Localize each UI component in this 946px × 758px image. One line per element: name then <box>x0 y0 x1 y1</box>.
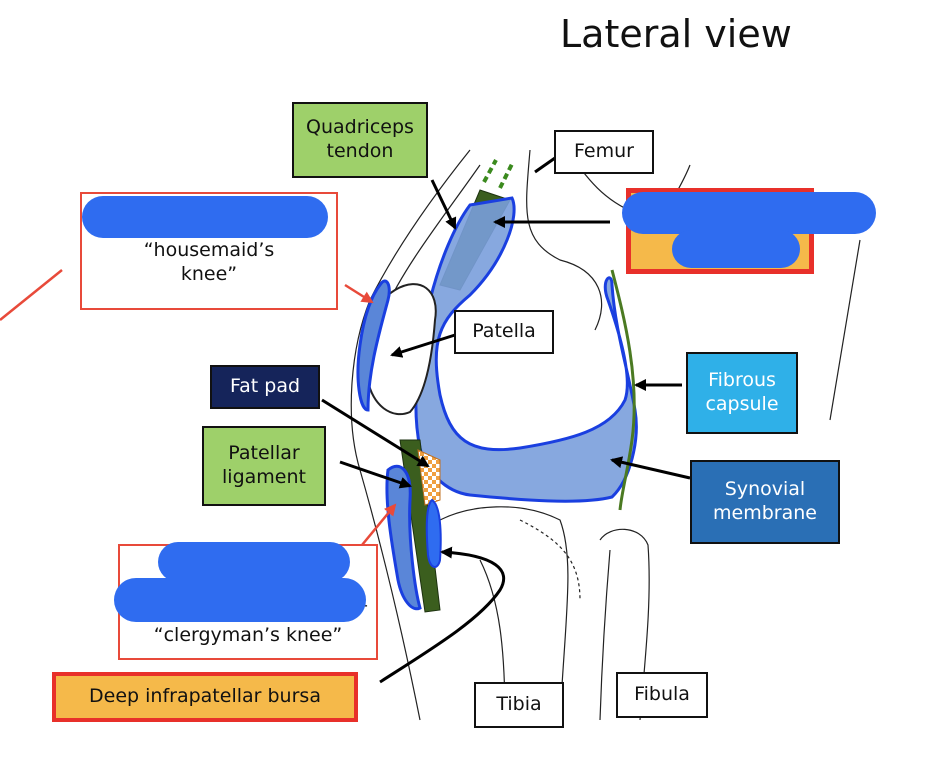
label-quadriceps-tendon-line1: Quadriceps <box>306 116 414 139</box>
arrow-quadriceps-tendon <box>430 179 457 230</box>
deep-infrapatellar-bursa-shape <box>425 498 442 568</box>
label-fibrous-capsule: Fibrous capsule <box>686 352 798 434</box>
arrow-prepatellar-bursa <box>344 283 374 304</box>
label-fibrous-capsule-line1: Fibrous <box>708 369 776 392</box>
label-patellar-ligament: Patellar ligament <box>202 426 326 506</box>
redaction-blob-suprapatellar-2 <box>672 230 800 268</box>
label-tibia-text: Tibia <box>496 693 542 716</box>
arrow-patellar-ligament <box>339 460 412 489</box>
arrow-infrapatellar-bursa <box>361 503 397 546</box>
arrow-fat-pad <box>321 398 430 468</box>
label-deep-infrapatellar-text: Deep infrapatellar bursa <box>89 685 321 708</box>
arrow-femur <box>534 156 556 174</box>
label-fibula-text: Fibula <box>634 683 690 706</box>
label-infrapatellar-line: “clergyman’s knee” <box>153 624 343 647</box>
label-synovial-membrane: Synovial membrane <box>690 460 840 544</box>
redaction-blob-suprapatellar-1 <box>622 192 876 234</box>
label-fat-pad: Fat pad <box>210 365 320 409</box>
label-synovial-membrane-line1: Synovial <box>724 478 806 501</box>
label-femur: Femur <box>554 130 654 174</box>
page-title: Lateral view <box>560 12 792 56</box>
redaction-blob-infrapatellar-1 <box>158 542 350 582</box>
tibia-outline <box>439 506 569 721</box>
arrow-patella <box>390 333 456 358</box>
label-fat-pad-text: Fat pad <box>229 375 301 398</box>
label-prepatellar-line2: knee” <box>180 263 238 285</box>
prepatellar-bursa-shape <box>356 279 391 412</box>
label-patella: Patella <box>454 310 554 354</box>
label-patellar-ligament-line2: ligament <box>222 466 306 488</box>
femur-outline <box>526 149 603 331</box>
redaction-blob-infrapatellar-2 <box>114 578 366 622</box>
skin-outline-front <box>350 149 471 721</box>
label-synovial-membrane-line2: membrane <box>713 502 817 524</box>
red-pointer-line-left <box>0 269 63 321</box>
femur-posterior-line <box>829 239 861 421</box>
fibula-inner-line <box>599 549 611 721</box>
label-prepatellar-line1: “housemaid’s <box>143 239 275 262</box>
label-quadriceps-tendon-line2: tendon <box>326 140 394 162</box>
fibrous-capsule-line <box>610 269 636 511</box>
label-fibula: Fibula <box>616 672 708 718</box>
redaction-blob-prepatellar <box>82 196 328 238</box>
label-patellar-ligament-line1: Patellar <box>228 442 300 465</box>
quadriceps-tendon-dashes <box>482 159 514 189</box>
label-patella-text: Patella <box>472 320 536 343</box>
label-deep-infrapatellar-bursa: Deep infrapatellar bursa <box>52 672 358 722</box>
tibia-dotted-line <box>519 519 581 601</box>
synovial-membrane-shape <box>414 196 638 503</box>
label-femur-text: Femur <box>574 140 634 163</box>
label-tibia: Tibia <box>474 682 564 728</box>
label-fibrous-capsule-line2: capsule <box>705 393 779 415</box>
arrow-deep-infrapatellar-bursa <box>379 546 506 684</box>
arrow-synovial-membrane <box>610 456 691 480</box>
label-quadriceps-tendon: Quadriceps tendon <box>292 102 428 178</box>
